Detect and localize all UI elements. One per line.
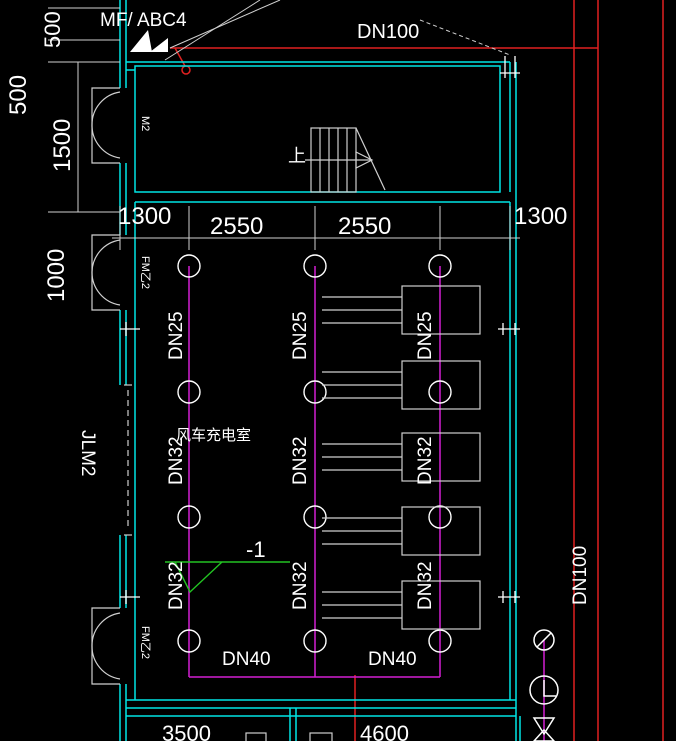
sprinkler-pipes: [188, 266, 545, 741]
charger-unit: [322, 580, 481, 630]
sprinkler-head-icon: [303, 505, 327, 529]
charger-unit: [322, 360, 481, 410]
charger-unit: [322, 285, 481, 335]
dn100-right-label: DN100: [570, 546, 591, 605]
sprinkler-head-icon: [177, 380, 201, 404]
dim-left-1500: 1500: [49, 119, 76, 172]
pipe-size-label: DN32: [415, 436, 436, 485]
dim-left-1000: 1000: [43, 249, 70, 302]
pipe-size-label: DN32: [166, 436, 187, 485]
dim-left-500b: 500: [40, 11, 65, 48]
sprinkler-heads: [177, 254, 452, 653]
dim-left-500a: 500: [5, 75, 32, 115]
pipe-size-label: DN25: [415, 311, 436, 360]
pipe-size-label: DN32: [166, 561, 187, 610]
section-mark-label: -1: [246, 537, 266, 562]
sprinkler-head-icon: [428, 629, 452, 653]
door-jlm2-label: JLM2: [77, 430, 98, 476]
pipe-size-label: DN32: [290, 561, 311, 610]
sprinkler-head-icon: [303, 629, 327, 653]
stair-up-label: 上: [288, 146, 306, 166]
charger-unit: [322, 432, 481, 482]
dim-top-1300-right: 1300: [514, 203, 567, 230]
walls: [119, 0, 521, 741]
charger-unit: [322, 506, 481, 556]
dim-top-2550-b: 2550: [338, 213, 391, 240]
pipe-size-label: DN32: [290, 436, 311, 485]
door-fm-lower-label: FM乙2: [139, 626, 152, 659]
dim-top-1300-left: 1300: [118, 203, 171, 230]
sprinkler-head-icon: [428, 380, 452, 404]
section-mark: [165, 561, 290, 594]
dn40-left-label: DN40: [222, 649, 271, 670]
sprinkler-head-icon: [303, 254, 327, 278]
door-m2-label: M2: [139, 116, 151, 131]
valve-icon: [529, 629, 559, 741]
sprinkler-head-icon: [177, 254, 201, 278]
dim-bottom-4600: 4600: [360, 721, 409, 741]
sprinkler-head-icon: [428, 505, 452, 529]
riser-valve-icon: [181, 65, 191, 75]
charging-equipment: [322, 285, 481, 630]
dim-bottom-3500: 3500: [162, 721, 211, 741]
room-name-label: 风车充电室: [176, 427, 251, 444]
sprinkler-head-icon: [428, 254, 452, 278]
pipe-size-label: DN32: [415, 561, 436, 610]
dim-top-2550-a: 2550: [210, 213, 263, 240]
sprinkler-head-icon: [177, 505, 201, 529]
door-fire-label: MF/ ABC4: [100, 10, 187, 31]
pipe-size-label: DN25: [166, 311, 187, 360]
pipe-size-label: DN25: [290, 311, 311, 360]
dn100-top-label: DN100: [357, 21, 419, 43]
sprinkler-head-icon: [177, 629, 201, 653]
door-swings: [91, 87, 121, 685]
door-fm-upper-label: FM乙2: [139, 256, 152, 289]
sprinkler-head-icon: [303, 380, 327, 404]
dimension-line-top: [112, 206, 520, 250]
stair: [305, 127, 386, 193]
fire-extinguisher-icon: [130, 30, 168, 52]
dn40-right-label: DN40: [368, 649, 417, 670]
main-pipe-lines: [170, 0, 664, 741]
